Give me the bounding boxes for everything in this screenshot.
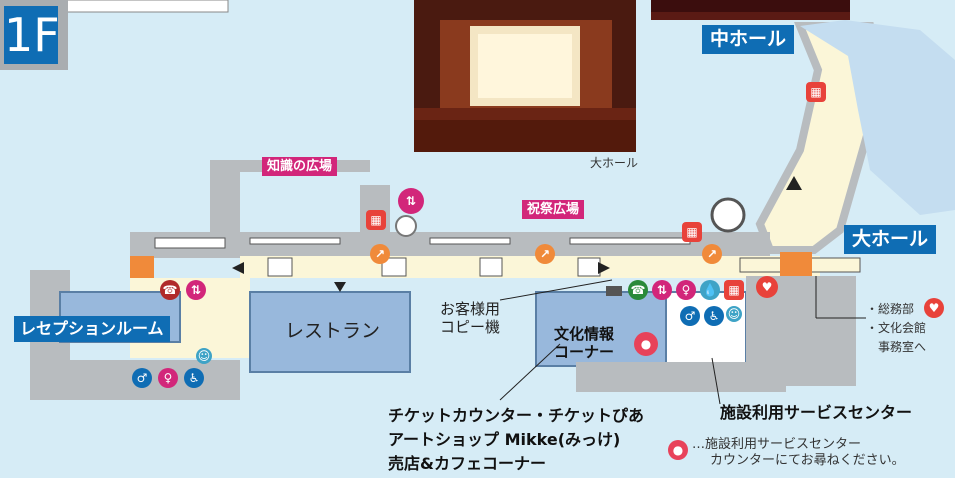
vending-machine-icon: ▦ xyxy=(366,210,386,230)
general-affairs-line3: 事務室へ xyxy=(878,340,927,354)
copier-label[interactable]: お客様用 コピー機 xyxy=(440,300,500,336)
water-fountain-icon: 💧 xyxy=(700,280,720,300)
restaurant-label[interactable]: レストラン xyxy=(285,320,381,342)
restroom-icon: ♂ xyxy=(680,306,700,326)
general-affairs-line1: ・総務部 xyxy=(866,302,915,316)
restroom-icon: ♀ xyxy=(158,368,178,388)
vending-machine-icon: ▦ xyxy=(682,222,702,242)
accessible-icon: ♿ xyxy=(184,368,204,388)
restroom-icon: ♂ xyxy=(132,368,152,388)
aed-icon: ♥ xyxy=(924,298,944,318)
telephone-icon: ☎ xyxy=(628,280,648,300)
escalator-icon: ↗ xyxy=(370,244,390,264)
photo-caption: 大ホール xyxy=(590,156,639,170)
accessible-icon: ♿ xyxy=(704,306,724,326)
vending-machine-icon: ▦ xyxy=(724,280,744,300)
grand-hall-photo xyxy=(414,0,636,152)
floor-indicator: 1F xyxy=(0,0,68,70)
culture-info-line1: 文化情報 xyxy=(554,325,615,343)
nursing-room-icon: ☺ xyxy=(196,348,212,364)
middle-hall-photo xyxy=(651,0,850,20)
floor-number: 1F xyxy=(4,6,60,64)
festival-plaza-label[interactable]: 祝祭広場 xyxy=(522,200,585,219)
telephone-icon: ☎ xyxy=(160,280,180,300)
general-affairs-line2: ・文化会館 xyxy=(866,321,927,335)
service-center-label[interactable]: 施設利用サービスセンター xyxy=(720,403,913,422)
ticket-line2: アートショップ Mikke(みっけ) xyxy=(388,430,621,449)
knowledge-plaza-label[interactable]: 知識の広場 xyxy=(262,157,338,176)
culture-info-corner[interactable]: 文化情報 コーナー xyxy=(554,325,614,361)
ticket-counter-label[interactable]: チケットカウンター・チケットぴあ アートショップ Mikke(みっけ) 売店&カ… xyxy=(388,404,644,476)
legend-line2: カウンターにてお尋ねください。 xyxy=(710,453,905,468)
information-icon: ● xyxy=(668,440,688,460)
escalator-icon: ↗ xyxy=(535,244,555,264)
escalator-icon: ↗ xyxy=(702,244,722,264)
elevator-icon[interactable]: ⇅ xyxy=(186,280,206,300)
ticket-line3: 売店&カフェコーナー xyxy=(388,454,546,473)
general-affairs-note[interactable]: ・総務部 ・文化会館 事務室へ xyxy=(866,300,926,357)
restroom-icon: ♀ xyxy=(676,280,696,300)
copier-line1: お客様用 xyxy=(440,300,501,318)
aed-icon: ♥ xyxy=(756,276,778,298)
vending-machine-icon: ▦ xyxy=(806,82,826,102)
grand-hall-label[interactable]: 大ホール xyxy=(844,225,937,254)
culture-info-line2: コーナー xyxy=(554,343,615,361)
elevator-icon[interactable]: ⇅ xyxy=(398,188,424,214)
reception-room-label[interactable]: レセプションルーム xyxy=(14,316,170,342)
nursing-room-icon: ☺ xyxy=(726,306,742,322)
elevator-icon[interactable]: ⇅ xyxy=(652,280,672,300)
legend-note: …施設利用サービスセンター カウンターにてお尋ねください。 xyxy=(692,437,905,469)
ticket-line1: チケットカウンター・チケットぴあ xyxy=(388,406,645,425)
copier-line2: コピー機 xyxy=(440,318,501,336)
legend-line1: …施設利用サービスセンター xyxy=(692,437,862,452)
middle-hall-label[interactable]: 中ホール xyxy=(702,25,795,54)
information-icon[interactable]: ● xyxy=(634,332,658,356)
